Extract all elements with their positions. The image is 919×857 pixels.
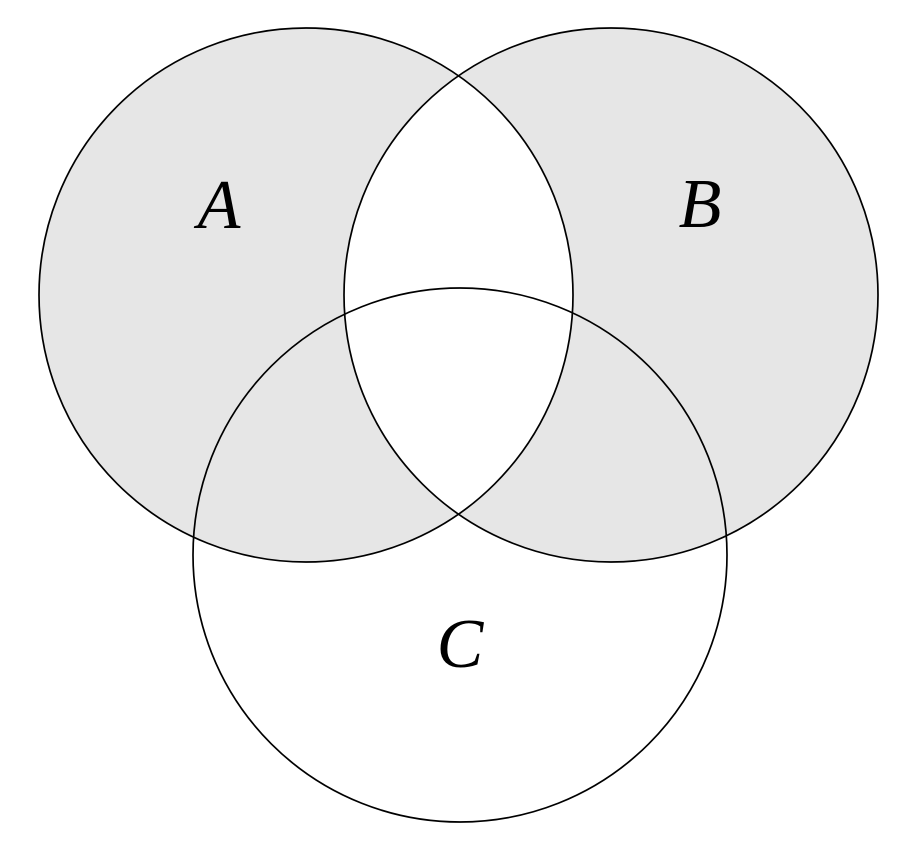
venn-shade-region xyxy=(39,27,878,563)
set-label-a: A xyxy=(194,167,241,244)
set-label-c: C xyxy=(437,606,485,683)
set-circle-b xyxy=(343,27,879,563)
set-label-b: B xyxy=(679,166,722,243)
set-circle-c xyxy=(192,287,728,823)
set-circle-a xyxy=(38,27,574,563)
